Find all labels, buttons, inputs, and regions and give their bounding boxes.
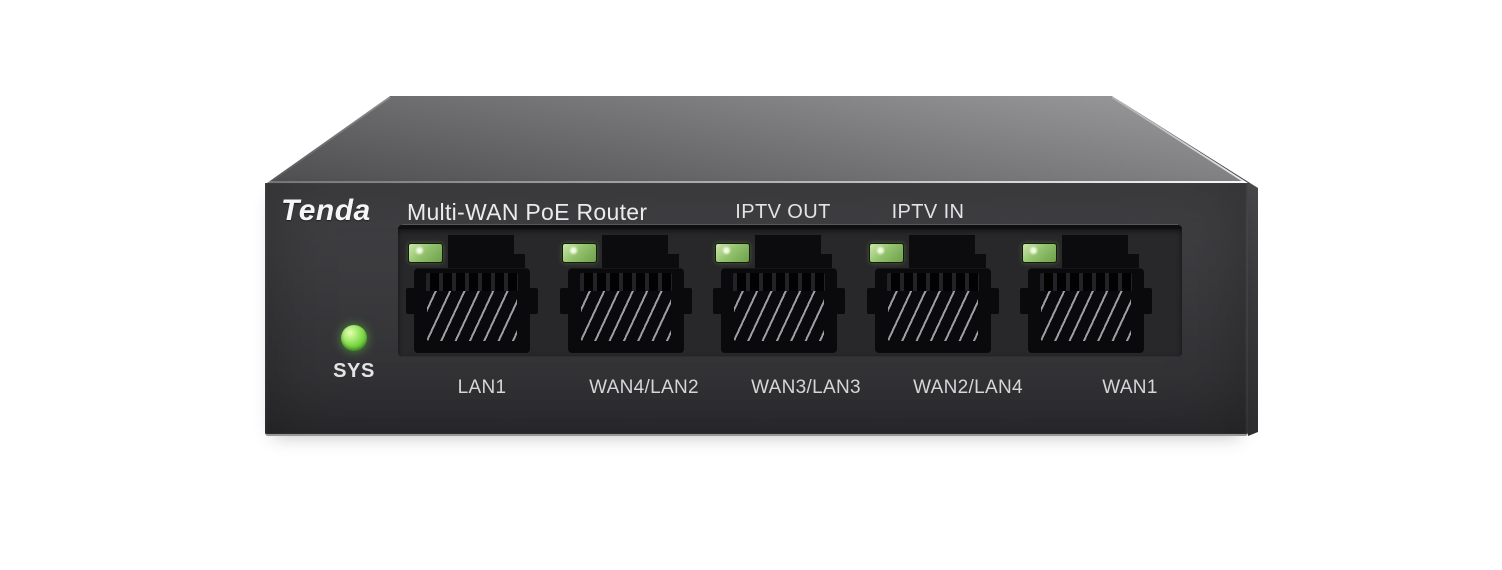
- port-label: WAN2/LAN4: [913, 377, 1023, 398]
- rj45-contacts: [427, 291, 517, 341]
- sys-led-label: SYS: [333, 360, 375, 382]
- front-panel: Tenda Multi-WAN PoE Router IPTV OUT IPTV…: [265, 183, 1248, 436]
- port-module-wan2-lan4: [865, 235, 1001, 353]
- port-module-wan1: [1018, 235, 1154, 353]
- rj45-contacts: [580, 291, 671, 341]
- port-module-wan3-lan3: [711, 235, 847, 353]
- rj45-top-tab: [1062, 235, 1139, 270]
- chassis-top-shading: [267, 96, 1248, 183]
- rj45-contacts: [734, 291, 824, 341]
- port-panel: [398, 225, 1182, 357]
- rj45-comb: [886, 273, 979, 291]
- front-ridge-highlight: [267, 181, 1248, 183]
- rj45-top-tab: [908, 235, 986, 270]
- port-label: WAN3/LAN3: [751, 377, 861, 398]
- rj45-comb: [1040, 273, 1132, 291]
- rj45-port: [866, 268, 999, 353]
- port-led-indicator: [1022, 243, 1057, 263]
- rj45-contacts: [887, 291, 978, 341]
- port-label: LAN1: [457, 377, 507, 398]
- iptv-in-label: IPTV IN: [891, 201, 965, 223]
- port-label: WAN1: [1102, 377, 1158, 398]
- port-led-indicator: [715, 243, 750, 263]
- port-module-lan1: [404, 235, 540, 353]
- sys-led-indicator: [341, 325, 367, 351]
- rj45-port: [406, 268, 538, 353]
- port-module-wan4-lan2: [558, 235, 694, 353]
- chassis-top-surface: [267, 96, 1248, 183]
- rj45-comb: [733, 273, 825, 291]
- rj45-port: [559, 268, 692, 353]
- rj45-port: [713, 268, 845, 353]
- port-led-indicator: [408, 243, 443, 263]
- iptv-out-label: IPTV OUT: [735, 201, 831, 223]
- rj45-comb: [579, 273, 672, 291]
- rj45-top-tab: [448, 235, 525, 270]
- brand-logo: Tenda: [281, 194, 371, 227]
- router-device: Tenda Multi-WAN PoE Router IPTV OUT IPTV…: [265, 88, 1258, 436]
- product-title: Multi-WAN PoE Router: [407, 199, 648, 225]
- port-label-row: LAN1 WAN4/LAN2 WAN3/LAN3 WAN2/LAN4 WAN1: [408, 377, 1226, 399]
- rj45-top-tab: [601, 235, 679, 270]
- rj45-contacts: [1041, 291, 1131, 341]
- port-led-indicator: [868, 243, 904, 263]
- rj45-port: [1020, 268, 1152, 353]
- port-label: WAN4/LAN2: [589, 377, 699, 398]
- rj45-top-tab: [755, 235, 832, 270]
- port-led-indicator: [561, 243, 597, 263]
- rj45-comb: [426, 273, 518, 291]
